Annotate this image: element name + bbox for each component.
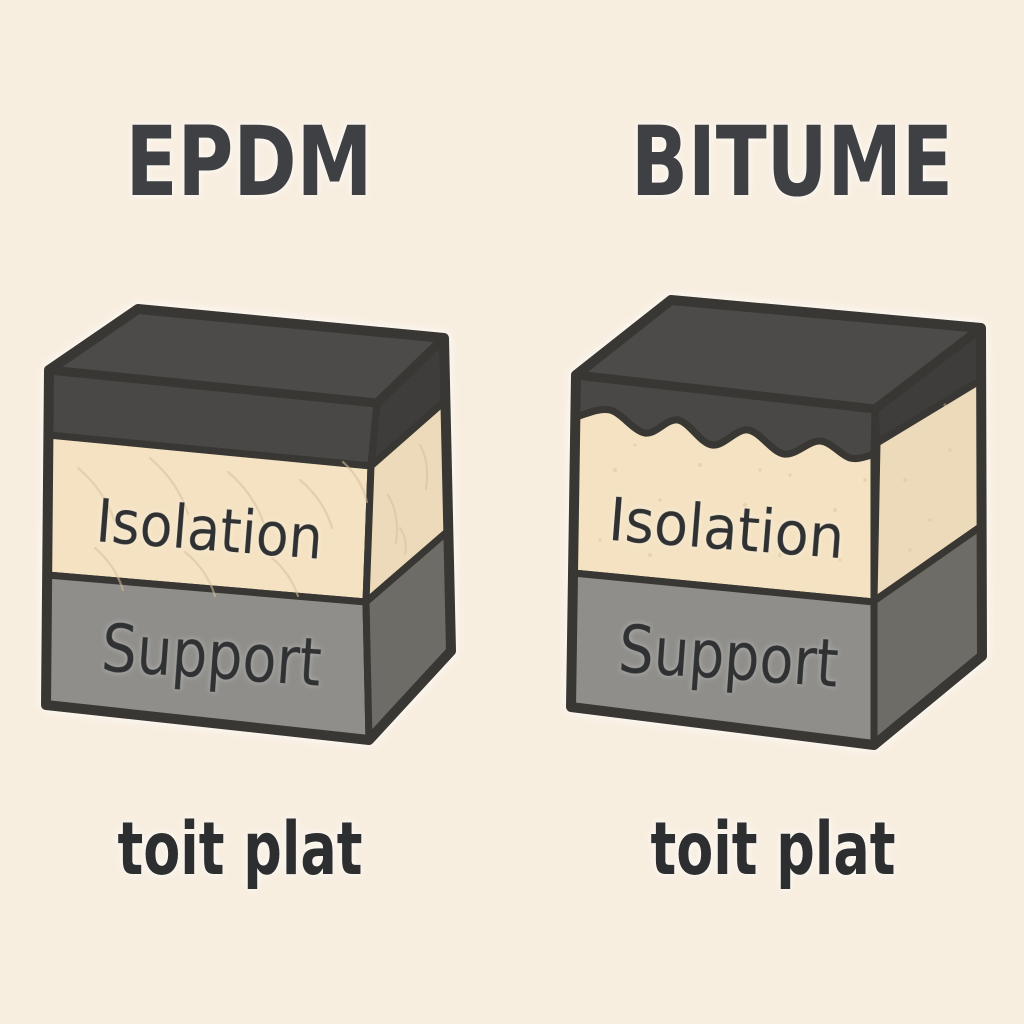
epdm-caption: toit plat: [118, 807, 363, 892]
epdm-insulation-texture: [76, 443, 429, 598]
epdm-box-outline: [41, 304, 456, 745]
epdm-support-label: Support: [99, 609, 324, 701]
epdm-title: EPDM: [126, 106, 373, 218]
bitume-box: [566, 295, 987, 750]
bitume-support-label: Support: [616, 610, 841, 702]
bitume-title: BITUME: [631, 106, 953, 218]
bitume-insulation-front: [569, 405, 878, 606]
epdm-box: [41, 304, 456, 745]
bitume-box-outline: [566, 295, 987, 750]
bitume-insulation-texture: [598, 403, 952, 562]
bitume-caption: toit plat: [651, 807, 896, 892]
